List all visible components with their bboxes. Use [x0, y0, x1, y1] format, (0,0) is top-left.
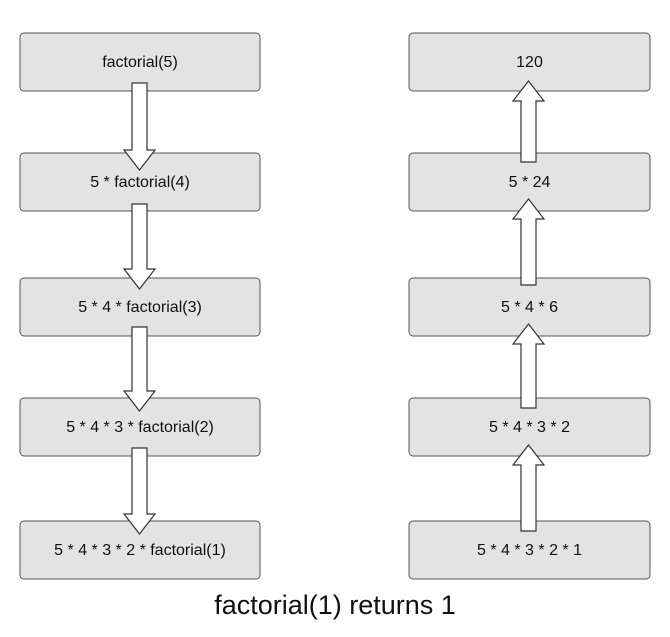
- up-arrow-icon: [511, 323, 546, 409]
- down-arrow-icon: [122, 326, 157, 412]
- right-step-box: 120: [408, 32, 651, 92]
- left-step-box: 5 * 4 * 3 * 2 * factorial(1): [19, 520, 261, 580]
- caption: factorial(1) returns 1: [214, 590, 456, 620]
- right-step-label: 5 * 4 * 3 * 2 * 1: [477, 542, 582, 559]
- left-step-label: 5 * 4 * 3 * 2 * factorial(1): [54, 542, 226, 559]
- left-step-label: factorial(5): [102, 54, 178, 71]
- left-step-label: 5 * factorial(4): [90, 174, 190, 191]
- right-step-box: 5 * 4 * 3 * 2 * 1: [408, 520, 651, 580]
- left-step-label: 5 * 4 * 3 * factorial(2): [66, 419, 214, 436]
- left-step-box: 5 * 4 * 3 * factorial(2): [19, 397, 261, 457]
- right-column: 120 5 * 24 5 * 4 * 6 5 * 4 * 3 * 2 5 * 4…: [408, 32, 651, 580]
- left-step-label: 5 * 4 * factorial(3): [78, 299, 202, 316]
- right-step-label: 5 * 4 * 6: [501, 299, 558, 316]
- down-arrow-icon: [122, 447, 157, 535]
- up-arrow-icon: [511, 444, 546, 532]
- up-arrow-icon: [511, 198, 546, 286]
- right-step-label: 5 * 4 * 3 * 2: [489, 419, 570, 436]
- down-arrow-icon: [122, 82, 157, 171]
- down-arrow-icon: [122, 203, 157, 290]
- right-step-label: 5 * 24: [509, 174, 551, 191]
- up-arrow-icon: [511, 80, 546, 163]
- left-step-box: factorial(5): [19, 32, 261, 92]
- left-column: factorial(5) 5 * factorial(4) 5 * 4 * fa…: [19, 32, 261, 580]
- right-step-box: 5 * 24: [408, 152, 651, 212]
- right-step-label: 120: [516, 54, 543, 71]
